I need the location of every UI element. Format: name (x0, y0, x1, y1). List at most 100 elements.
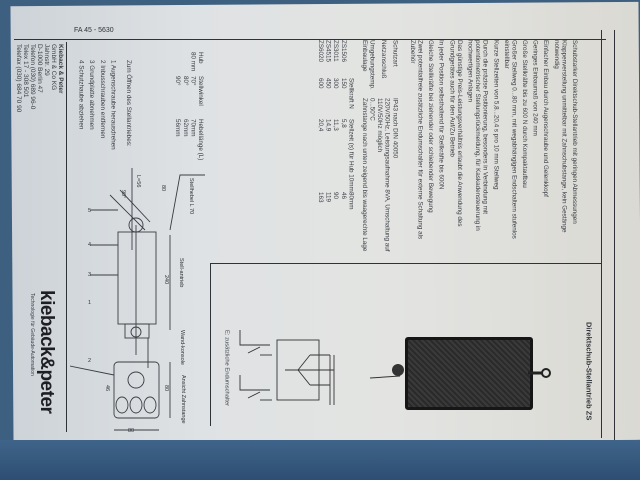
table-header: Stellwinkel (197, 75, 204, 106)
feature: In jeder Position selbsthaltend für Stel… (437, 40, 445, 190)
table-cell: 20,4 (316, 118, 324, 132)
feature: Geringes Einbaumaß von 240 mm (531, 40, 539, 136)
table-cell: 300 (332, 78, 340, 89)
table-cell: 62mm (181, 119, 189, 137)
spec-value: Zahnstange nach unten zeigend bis waager… (360, 97, 368, 252)
spec-value: 220V/50Hz, Leistungsaufnahme 8VA, Umscha… (376, 97, 391, 252)
callout-4: 3 (88, 272, 92, 278)
table-cell: ZS3011 (332, 40, 340, 62)
table-cell (181, 52, 189, 76)
table-cell: 450 (324, 78, 332, 89)
table-cell (174, 52, 182, 76)
mechanical-drawing (70, 168, 205, 431)
address-line: GmbH & Co KG (50, 44, 57, 91)
spec-label: Umgebungstemp. (368, 40, 376, 90)
address-line: Telefax (030) 684 70 90 (15, 44, 22, 113)
table-cell: 46 (339, 191, 347, 199)
feature: Zwei potentialfreie zusätzliche Endumsch… (408, 40, 424, 240)
table-cell: 11,3 (332, 118, 340, 131)
dim-80: 80 (128, 428, 135, 434)
spec-value: 0...50°C (368, 97, 376, 121)
spec-label: Netzanschluß (379, 40, 387, 79)
table-cell: 80 mm (189, 52, 197, 72)
wiring-diagram-box (210, 263, 601, 426)
table-header: Hebellänge (L) (197, 119, 204, 161)
table-header: Stellkraft N (347, 78, 355, 109)
feature: Einfacher Einbau durch Augenschraube und… (542, 40, 550, 197)
right-rule (601, 30, 602, 438)
callout-1: 1 (88, 300, 92, 306)
company-logo: kieback&peter (36, 290, 57, 414)
wiring-caption: E: zusätzliche Endumschalter (223, 330, 230, 407)
table-cell: 70mm (189, 119, 197, 137)
table-row: 80° 62mm (181, 52, 189, 161)
document-number: FA 45 - 5630 (74, 27, 114, 34)
step: 4 Schutzhaube abziehen (77, 60, 85, 130)
dim-l56: L=56 (135, 175, 141, 188)
table-row: ZS4515 450 14,9 119 (324, 40, 332, 209)
dim-240: 240 (163, 275, 169, 285)
dim-angle: 90° (120, 190, 126, 199)
feature: Gleiche Stellkräfte bei ziehender oder s… (427, 40, 435, 213)
callout-2: 2 (88, 358, 92, 364)
spec-label: Einbaulage (360, 40, 368, 72)
dim-80: 80 (163, 385, 169, 392)
address-line: Jahnstr. 29 (43, 44, 50, 76)
table-cell: 80° (181, 75, 189, 86)
spec-value: IP43 nach DIN 40050 (391, 97, 399, 158)
left-rule (66, 42, 67, 432)
dim-80: 80 (160, 185, 166, 192)
table-row: Umgebungstemp. 0...50°C (368, 40, 376, 262)
table-cell: 14,9 (324, 118, 332, 132)
feature: Kurze Stellzeiten von 5,8...20,4 s pro 1… (492, 40, 500, 190)
step: 1 Augenschraube herausdrehen (109, 60, 117, 150)
opening-heading: Zum Öffnen des Stellantriebes: (125, 60, 132, 147)
table-cell: 70° (189, 75, 197, 86)
address-line: Kieback & Peter (57, 44, 64, 94)
table-header: Hub (197, 52, 204, 64)
table-cell: 90 (332, 191, 340, 199)
table-cell: ZS4515 (324, 40, 332, 63)
table-row: ZS3011 300 11,3 90 (332, 40, 340, 209)
step: 3 Grundplatte abnehmen (88, 60, 96, 130)
table-header: 80mm (347, 191, 355, 210)
table-cell: 600 (316, 78, 324, 89)
table-header: Stellzeit (s) für Hub 10mm (347, 118, 355, 192)
label-lever: Stellhebel L 70 (188, 178, 194, 215)
company-address: Kieback & Peter GmbH & Co KG Jahnstr. 29… (15, 44, 64, 154)
table-cell: 5,8 (339, 118, 347, 128)
wiring-diagram (239, 330, 335, 405)
table-cell: 150 (339, 78, 347, 89)
callout-5: 5 (88, 208, 92, 214)
company-tagline: Technologie für Gebäude-Automation (29, 293, 35, 376)
feature: Große Stellkräfte bis zu 600 N durch Kom… (521, 40, 529, 188)
address-line: Telex 17 - 308 501 (22, 44, 29, 98)
right-rule-outer (614, 30, 615, 440)
spec-label: Schutzart (391, 40, 399, 67)
feature: Großer Stellweg 0...80 mm, mit wegabhäng… (502, 40, 518, 239)
feature: Schubstarker Direktschub-Stellantrieb mi… (571, 40, 578, 224)
dim-46: 46 (104, 385, 110, 392)
header-rule (14, 39, 606, 40)
table-cell: 90° (174, 75, 182, 86)
document-title: Direktschub-Stellantrieb ZS (584, 322, 594, 421)
opening-instructions: Zum Öffnen des Stellantriebes: 1 Augensc… (74, 60, 132, 210)
feature: Das günstige Preis-Leistungsverhältnis e… (448, 40, 463, 227)
label-bracket: Wand-konsole (179, 330, 185, 365)
table-cell: 56mm (174, 119, 182, 137)
table-row: ZS1506 150 5,8 46 (339, 40, 347, 209)
table-cell: ZS6020 (316, 40, 324, 63)
table-cell: 119 (324, 191, 332, 202)
table-row: 80 mm 70° 70mm (189, 52, 197, 161)
callout-4: 4 (88, 242, 92, 248)
table-cell: ZS1506 (339, 40, 347, 63)
feature-text: Schubstarker Direktschub-Stellantrieb mi… (310, 40, 578, 262)
